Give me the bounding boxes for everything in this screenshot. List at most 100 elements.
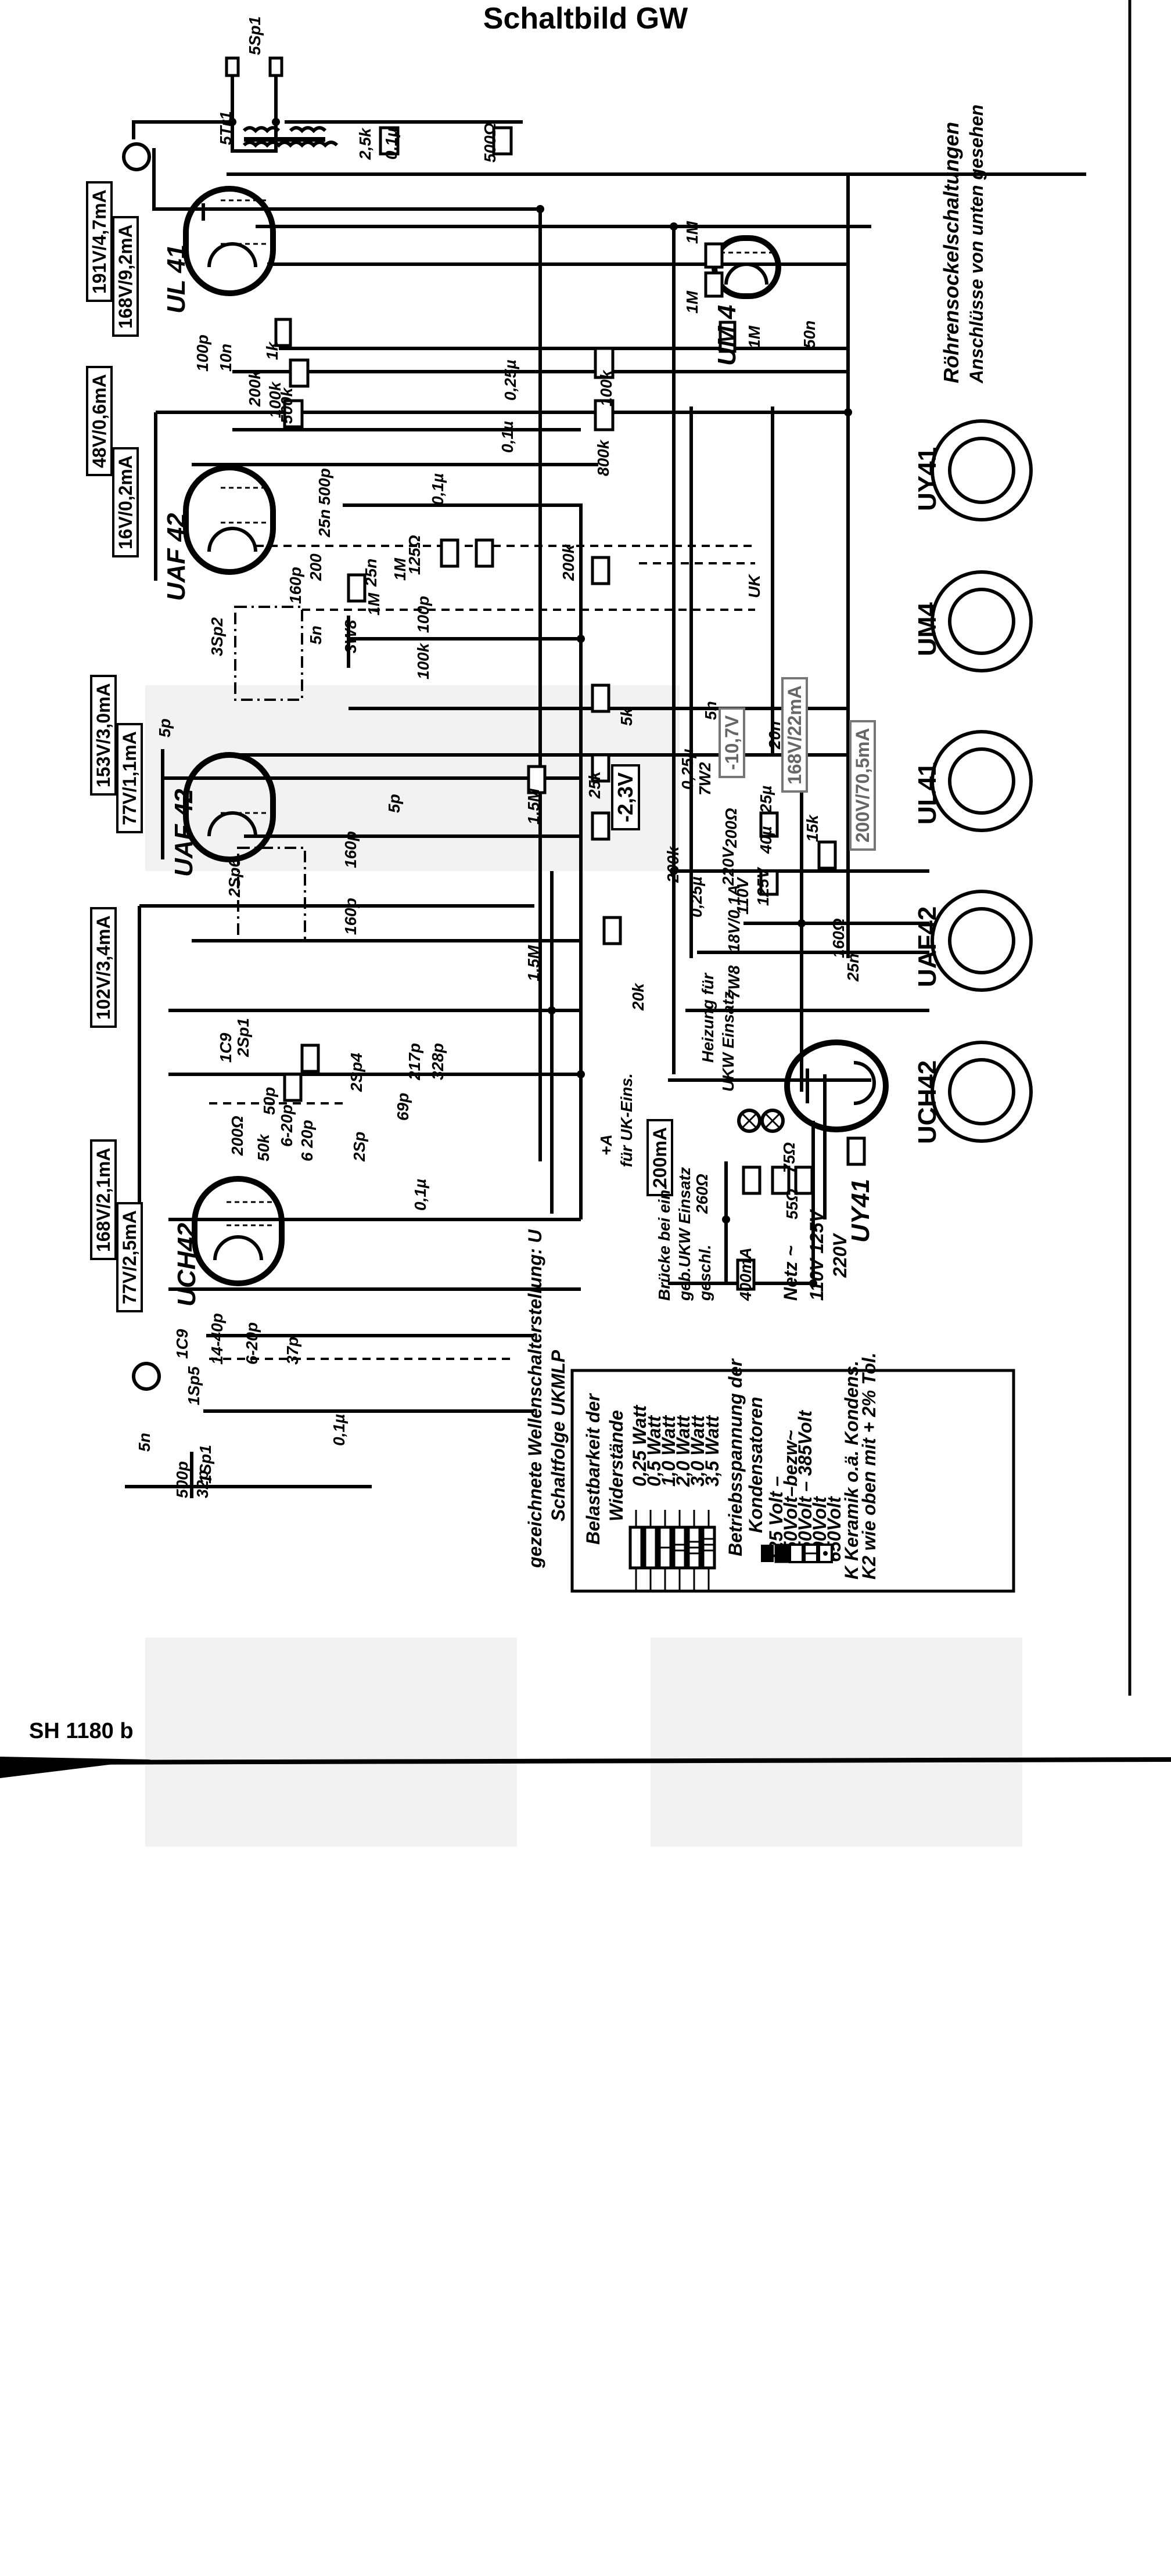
junctions xyxy=(228,118,852,1287)
label-0-1u-uch: 0,1µ xyxy=(411,1178,429,1211)
label-800k: 800k xyxy=(594,440,612,476)
measurement-bias-avc: -2,3V xyxy=(611,764,640,830)
tube-label-uch42: UCH42 xyxy=(173,1222,201,1307)
label-100p-a: 100p xyxy=(414,596,432,633)
label-100k-ul41: 100k xyxy=(266,382,284,418)
resistors xyxy=(274,126,866,1291)
label-75ohm: 75Ω xyxy=(780,1142,798,1173)
bridge-note-line2: geb.UKW Einsatz xyxy=(676,1167,694,1301)
socket-label-um4: UM4 xyxy=(913,602,942,656)
measurement-ul41-plate: 168V/9,2mA xyxy=(112,216,139,337)
label-125ohm: 125Ω xyxy=(405,535,423,575)
tube-uaf42-a xyxy=(183,465,276,575)
label-2sp6: 2Sp6 xyxy=(225,858,243,897)
tube-label-uaf42-a: UAF 42 xyxy=(162,513,191,601)
label-2sp1a: 2Sp xyxy=(350,1131,368,1161)
label-0-1u-in: 0,1µ xyxy=(330,1413,348,1446)
measurement-uch42-plate: 168V/2,1mA xyxy=(90,1139,117,1260)
label-100k-b: 100k xyxy=(597,370,615,406)
label-15k: 15k xyxy=(803,815,821,842)
label-uk: UK xyxy=(745,574,763,598)
label-6-20p-b: 6 20p xyxy=(298,1120,316,1161)
label-160p-a: 160p xyxy=(286,567,304,604)
label-110-125v: 110V 125V xyxy=(806,1210,827,1301)
label-2sp4: 2Sp4 xyxy=(347,1053,365,1092)
label-um4-1m-b: 1M xyxy=(683,291,701,314)
antenna-connector-icon xyxy=(122,142,161,1391)
socket-label-uy41: UY41 xyxy=(913,447,942,511)
document-id: SH 1180 b xyxy=(29,1719,134,1743)
label-0-1u-out: 0,1µ xyxy=(382,127,400,160)
label-5k: 5k xyxy=(617,707,635,726)
label-217p: 217p xyxy=(405,1043,423,1080)
tube-um4 xyxy=(712,235,781,299)
measurement-uaf42b-screen: 77V/1,1mA xyxy=(116,723,143,833)
label-50k: 50k xyxy=(254,1134,272,1161)
label-25n-pwr: 25n xyxy=(844,953,862,981)
wiring xyxy=(125,70,1086,1498)
label-0-25u: 0,25µ xyxy=(501,359,519,401)
label-40u: 40µ xyxy=(757,826,775,854)
label-20k: 20k xyxy=(629,983,647,1010)
label-50n: 50n xyxy=(800,320,818,348)
label-14-40p: 14-40p xyxy=(208,1313,226,1365)
label-1-5m-a: 1,5M xyxy=(525,788,543,825)
measurement-ul41-screen: 191V/4,7mA xyxy=(86,181,113,302)
label-um4-1m-c: 1M xyxy=(745,326,763,348)
label-1k: 1k xyxy=(263,341,281,360)
label-69p: 69p xyxy=(394,1092,412,1121)
label-50p: 50p xyxy=(260,1086,278,1115)
legend-note-k2: K2 wie oben mit + 2% Tol. xyxy=(859,1352,879,1580)
socket-label-uaf42: UAF42 xyxy=(913,906,942,987)
measurement-uch42-screen: 77V/2,5mA xyxy=(116,1202,143,1312)
label-500p: 500p xyxy=(315,468,333,505)
label-1c9-in: 1C9 xyxy=(173,1329,191,1359)
tube-ul41 xyxy=(183,186,276,296)
bridge-note-line3: geschl. xyxy=(696,1244,714,1301)
label-um4-1m-a: 1M xyxy=(683,221,701,244)
socket-title: Röhrensockelschaltungen xyxy=(939,121,963,383)
legend-capacitor-title-2: Kondensatoren xyxy=(745,1397,766,1533)
label-160p-b: 160p xyxy=(342,831,360,868)
label-500ohm: 500Ω xyxy=(481,123,499,163)
label-500p-in: 500p xyxy=(173,1461,191,1498)
label-5n-a: 5n xyxy=(307,625,325,645)
label-netz: Netz ~ xyxy=(780,1245,801,1301)
shield-lines xyxy=(209,545,755,1360)
label-200ohm-uch: 200Ω xyxy=(228,1116,246,1156)
socket-label-uch42: UCH42 xyxy=(913,1060,942,1144)
label-2sp1: 2Sp1 xyxy=(234,1018,252,1057)
tube-label-uy41: UY41 xyxy=(846,1178,875,1243)
tube-label-uaf42-b: UAF 42 xyxy=(170,789,198,877)
label-200: 200 xyxy=(307,553,325,581)
label-37p: 37p xyxy=(283,1336,301,1365)
label-6-20p-in: 6-20p xyxy=(243,1322,261,1365)
label-0-25u-b: 0,25µ xyxy=(687,876,705,918)
tube-uch42 xyxy=(192,1176,285,1286)
label-5p-a: 5p xyxy=(156,718,174,737)
label-0-25u-pwr: 0,25µ xyxy=(678,749,696,790)
label-200k-a: 200k xyxy=(559,544,577,581)
label-25u: 25µ xyxy=(757,785,775,813)
label-5p-b: 5p xyxy=(385,794,403,813)
label-200ohm-pwr: 200Ω xyxy=(722,808,740,848)
lamp-icon xyxy=(737,1109,785,1133)
switch-note-line1: gezeichnete Wellenschalterstellung: U xyxy=(525,1229,545,1568)
label-125v: 125V xyxy=(754,868,772,906)
legend-resistor-title-2: Widerstände xyxy=(606,1410,627,1521)
legend-capacitor-title-1: Betriebsspannung der xyxy=(725,1359,746,1556)
label-2-5k: 2,5k xyxy=(356,128,374,160)
label-1-5m-b: 1,5M xyxy=(525,945,543,981)
label-260ohm: 260Ω xyxy=(693,1174,711,1214)
label-5tr1: 5Tr1 xyxy=(217,111,235,145)
label-6-20p-a: 6-20p xyxy=(278,1104,296,1147)
measurement-supply: 168V/22mA xyxy=(781,677,808,793)
measurement-uaf42a-plate: 48V/0,6mA xyxy=(86,366,113,476)
heater-note-line1: Heizung für xyxy=(699,973,717,1063)
label-328p: 328p xyxy=(429,1043,447,1080)
measurement-bias-neg: -10,7V xyxy=(719,707,745,778)
watermark xyxy=(145,685,1022,1847)
label-55ohm: 55Ω xyxy=(783,1188,801,1219)
label-160ohm: 160Ω xyxy=(829,918,847,958)
